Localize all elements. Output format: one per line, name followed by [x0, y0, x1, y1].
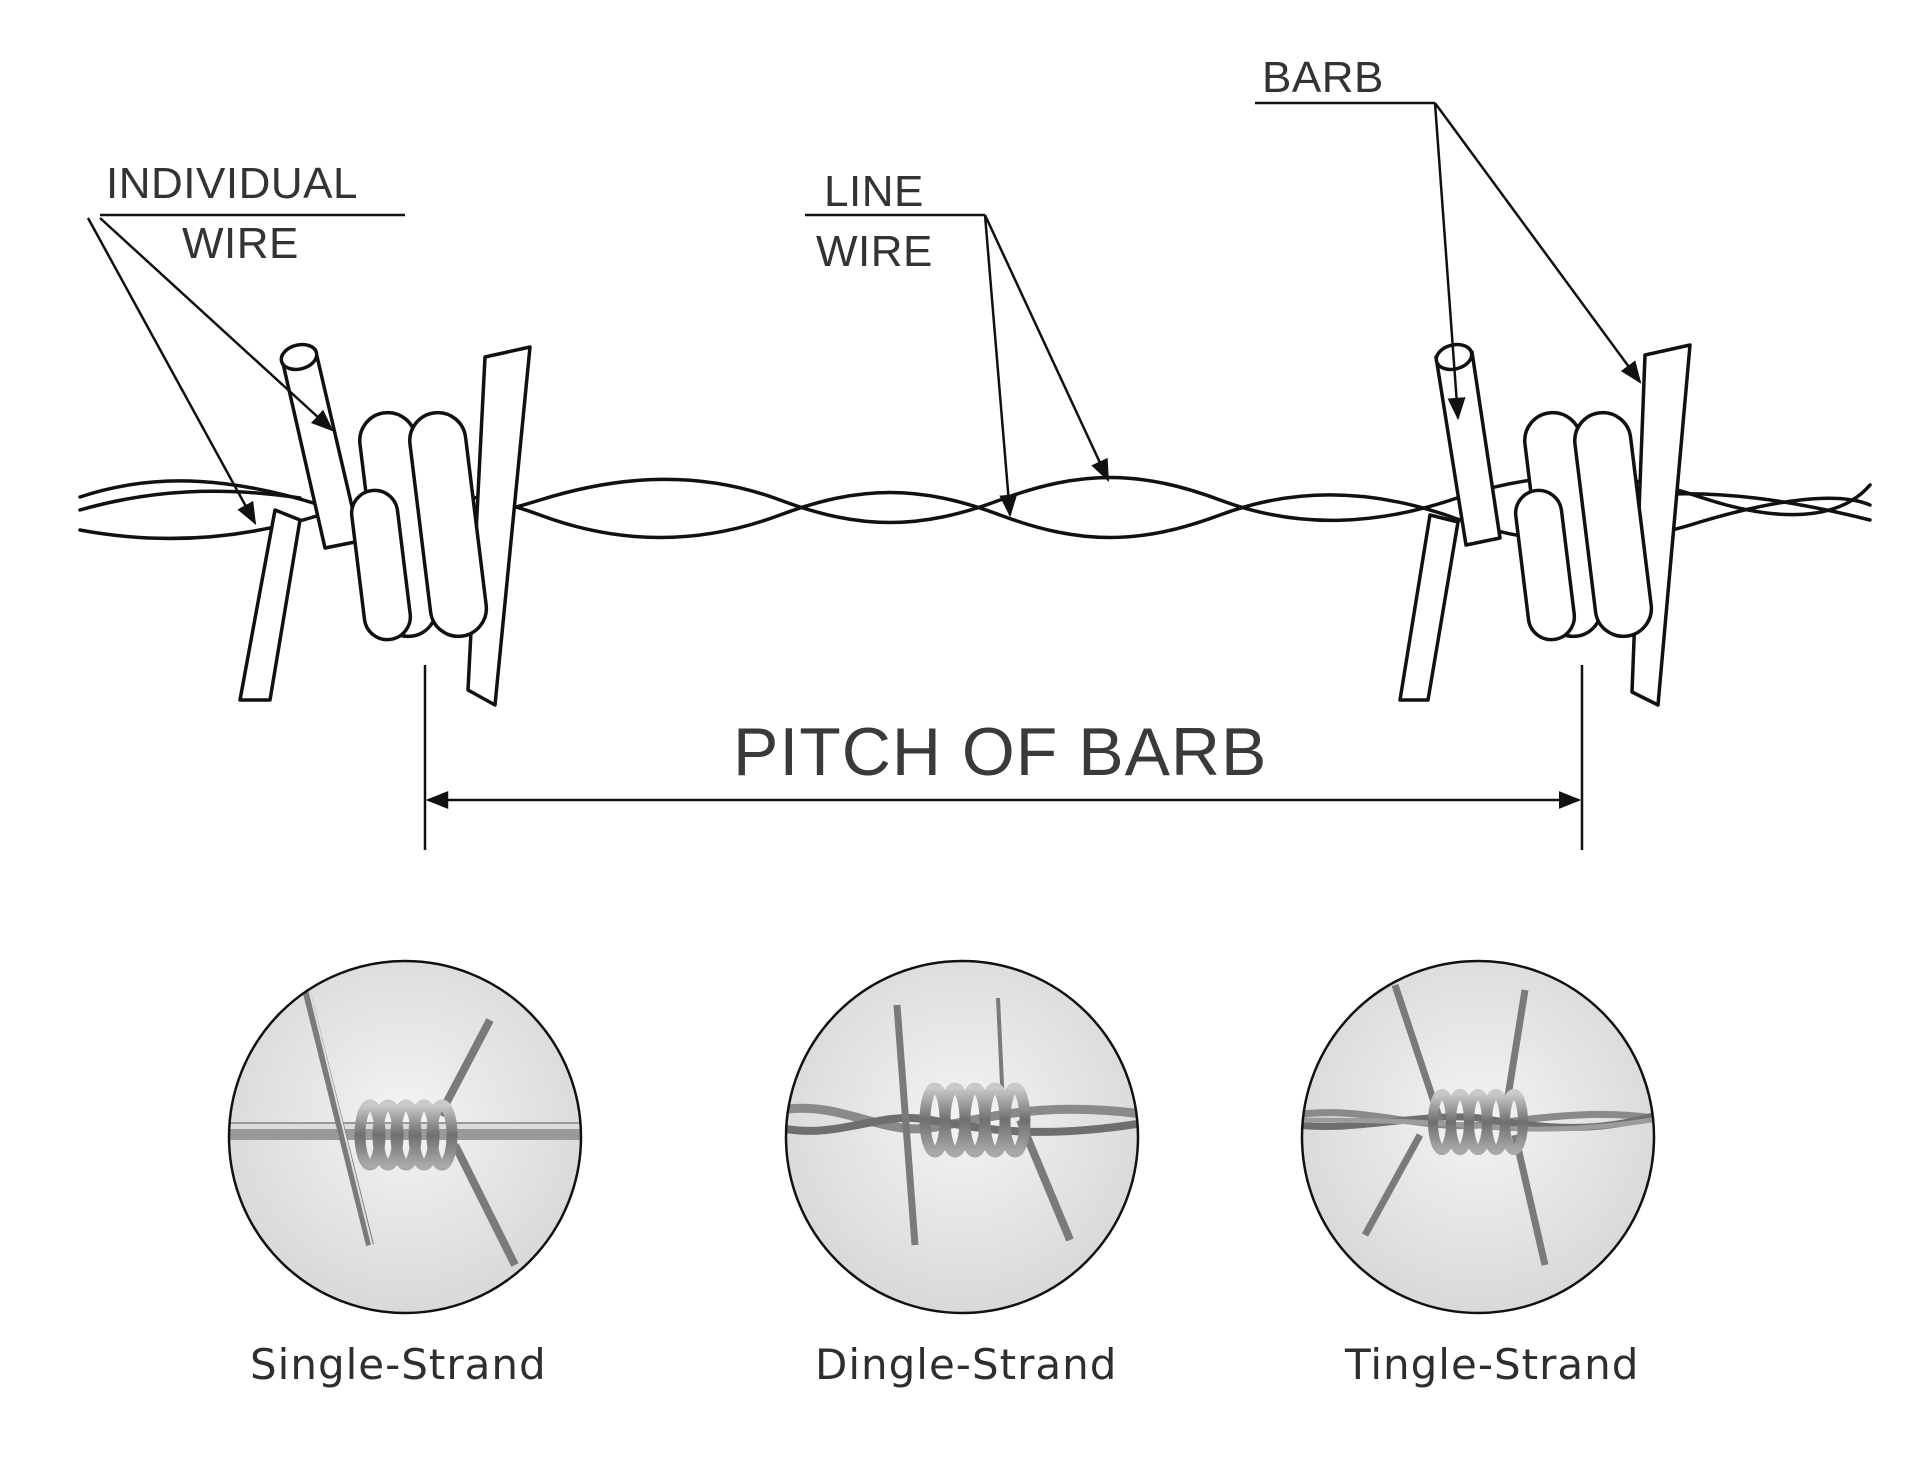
photo-dingle-strand — [784, 959, 1140, 1315]
photo-tingle-strand — [1300, 959, 1656, 1315]
barb-left — [238, 342, 532, 707]
individual-wire-label-line2: WIRE — [182, 219, 299, 268]
caption-tingle-strand: Tingle-Strand — [1345, 1340, 1640, 1389]
line-wire-label-line1: LINE — [824, 167, 924, 216]
callout-lines — [86, 101, 1642, 525]
caption-dingle-strand: Dingle-Strand — [815, 1340, 1118, 1389]
line-wire-label-line2: WIRE — [816, 227, 933, 276]
barb-right — [1398, 342, 1692, 707]
pitch-of-barb-label: PITCH OF BARB — [733, 714, 1268, 790]
photo-single-strand — [227, 959, 583, 1315]
individual-wire-label-line1: INDIVIDUAL — [106, 159, 358, 208]
caption-single-strand: Single-Strand — [250, 1340, 547, 1389]
barb-label: BARB — [1262, 53, 1384, 102]
pitch-dimension — [423, 665, 1584, 850]
